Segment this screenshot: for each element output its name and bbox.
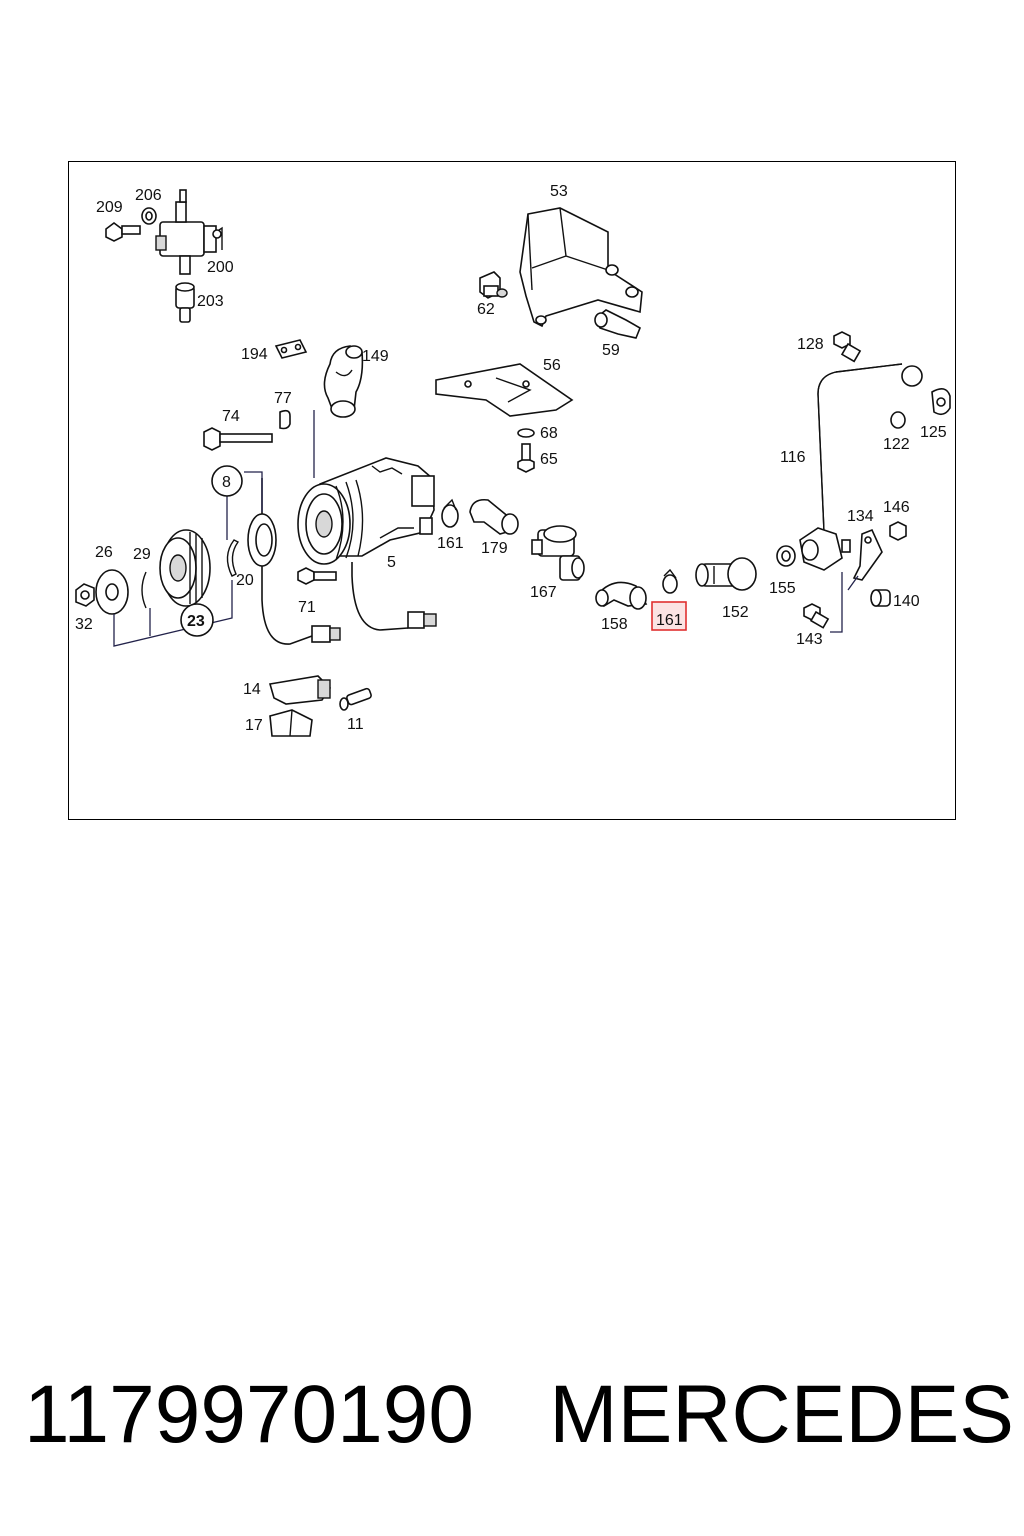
bolt-143 [803, 603, 830, 629]
callout-122: 122 [883, 436, 910, 453]
callout-59: 59 [602, 342, 620, 359]
callout-17: 17 [245, 717, 263, 734]
callout-65: 65 [540, 451, 558, 468]
callout-167: 167 [530, 584, 557, 601]
nut-32 [75, 583, 95, 607]
connector-right [407, 611, 437, 629]
callout-32: 32 [75, 616, 93, 633]
gasket-194 [274, 339, 308, 359]
callout-20: 20 [236, 572, 254, 589]
compressor-5 [297, 457, 435, 565]
pipe-116 [799, 363, 923, 571]
callout-143: 143 [796, 631, 823, 648]
nut-146 [889, 521, 907, 541]
callout-26: 26 [95, 544, 113, 561]
clamp-161a [441, 498, 459, 528]
bolt-128 [833, 331, 862, 363]
washer-206 [141, 207, 157, 225]
callout-128: 128 [797, 336, 824, 353]
valve-167 [531, 525, 585, 581]
callout-125: 125 [920, 424, 947, 441]
pipe-152 [695, 557, 757, 591]
callout-179: 179 [481, 540, 508, 557]
callout-146: 146 [883, 499, 910, 516]
callout-71: 71 [298, 599, 316, 616]
bolt-65 [517, 443, 535, 473]
callout-56: 56 [543, 357, 561, 374]
callout-209: 209 [96, 199, 123, 216]
bolt-74 [203, 427, 273, 451]
clamp-161b [662, 568, 678, 594]
callout-155: 155 [769, 580, 796, 597]
sleeve-140 [870, 589, 891, 607]
callout-200: 200 [207, 259, 234, 276]
callout-206: 206 [135, 187, 162, 204]
bracket-134 [852, 528, 883, 581]
caption: 1179970190 MERCEDES [24, 1368, 1014, 1462]
callout-149: 149 [362, 348, 389, 365]
callout-23: 23 [187, 613, 205, 630]
fitting-203 [175, 282, 195, 323]
callout-140: 140 [893, 593, 920, 610]
fitting-59 [594, 309, 642, 339]
callout-194: 194 [241, 346, 268, 363]
callout-11: 11 [347, 716, 364, 733]
callout-77: 77 [274, 390, 292, 407]
callout-116: 116 [780, 449, 806, 466]
shield-53 [519, 207, 643, 328]
elbow-179 [469, 498, 519, 535]
callout-74: 74 [222, 408, 240, 425]
callout-203: 203 [197, 293, 224, 310]
highlight-box-161 [651, 601, 687, 631]
ring-29 [141, 571, 147, 609]
bolt-71 [297, 567, 337, 585]
callout-5: 5 [387, 554, 396, 571]
callout-circle-23 [180, 603, 214, 637]
callout-circle-8 [211, 465, 243, 497]
elbow-149 [323, 345, 364, 418]
seal-122 [890, 411, 906, 429]
bracket-17 [269, 709, 313, 737]
bracket-56 [435, 363, 574, 417]
brand-name: MERCEDES [549, 1369, 1014, 1460]
part-number: 1179970190 [24, 1369, 474, 1460]
callout-8: 8 [222, 474, 231, 491]
callout-134: 134 [847, 508, 874, 525]
plate-26 [95, 569, 129, 615]
callout-161-highlighted: 161 [656, 612, 683, 629]
callout-14: 14 [243, 681, 261, 698]
fitting-11 [339, 687, 372, 711]
gasket-125 [931, 388, 951, 416]
switch-14 [268, 675, 332, 705]
washer-68 [517, 428, 535, 438]
connector-left [311, 625, 341, 643]
sleeve-77 [279, 409, 291, 430]
callout-68: 68 [540, 425, 558, 442]
callout-161-upper: 161 [437, 535, 464, 552]
callout-152: 152 [722, 604, 749, 621]
callout-62: 62 [477, 301, 495, 318]
snap-ring-20 [226, 539, 240, 577]
valve-assembly-200 [155, 189, 223, 275]
callout-158: 158 [601, 616, 628, 633]
seal-155 [776, 545, 796, 567]
hose-158 [595, 581, 648, 610]
coil-8 [247, 513, 277, 567]
pulley-23 [159, 529, 211, 607]
fitting-62 [479, 271, 508, 299]
callout-29: 29 [133, 546, 151, 563]
bolt-209 [105, 222, 141, 242]
callout-53: 53 [550, 183, 568, 200]
